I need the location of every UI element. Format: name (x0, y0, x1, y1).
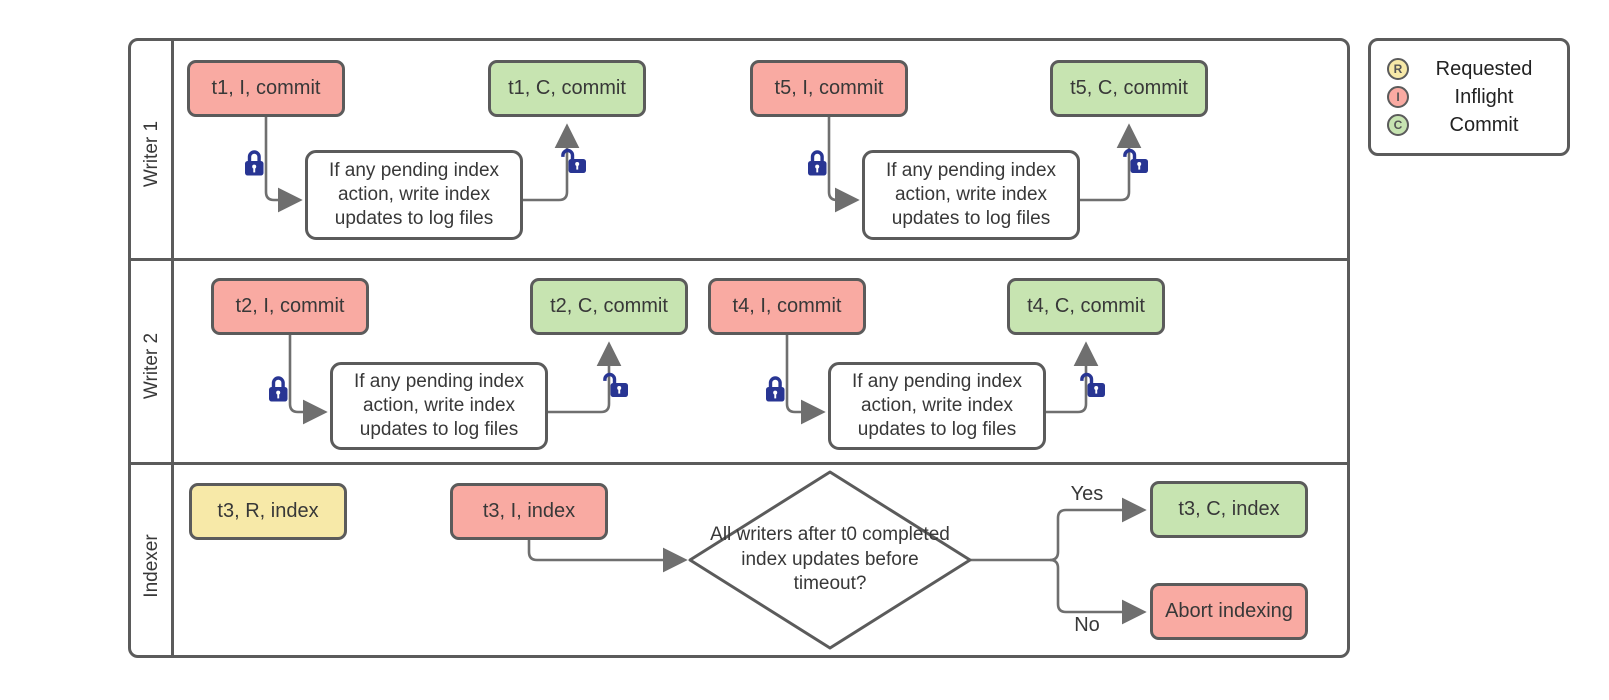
legend-label-requested: Requested (1435, 57, 1533, 80)
node-t4-commit: t4, C, commit (1007, 278, 1165, 335)
node-t2-inflight: t2, I, commit (211, 278, 369, 335)
node-t5-commit: t5, C, commit (1050, 60, 1208, 117)
node-process-writer1-b: If any pending index action, write index… (862, 150, 1080, 240)
yes-branch-label: Yes (1070, 483, 1104, 505)
node-t2-commit: t2, C, commit (530, 278, 688, 335)
node-t5-inflight: t5, I, commit (750, 60, 908, 117)
legend-row-requested: R Requested (1387, 58, 1555, 81)
legend-row-inflight: I Inflight (1387, 86, 1555, 109)
node-t1-inflight: t1, I, commit (187, 60, 345, 117)
lane-label-separator (171, 41, 174, 655)
node-abort-indexing: Abort indexing (1150, 583, 1308, 640)
no-branch-label: No (1074, 614, 1100, 636)
node-process-writer1-a: If any pending index action, write index… (305, 150, 523, 240)
legend: R Requested I Inflight C Commit (1368, 38, 1570, 156)
legend-row-commit: C Commit (1387, 114, 1555, 137)
lane-title-writer1: Writer 1 (141, 120, 162, 188)
legend-label-inflight: Inflight (1454, 85, 1514, 108)
commit-state-icon: C (1387, 114, 1409, 136)
lane-divider (131, 462, 1347, 465)
lane-title-indexer: Indexer (141, 534, 162, 598)
requested-state-icon: R (1387, 58, 1409, 80)
inflight-state-icon: I (1387, 86, 1409, 108)
node-process-writer2-b: If any pending index action, write index… (828, 362, 1046, 450)
node-t4-inflight: t4, I, commit (708, 278, 866, 335)
node-t3-requested: t3, R, index (189, 483, 347, 540)
lane-title-writer2: Writer 2 (141, 332, 162, 400)
legend-label-commit: Commit (1449, 113, 1519, 136)
node-t3-inflight: t3, I, index (450, 483, 608, 540)
lane-divider (131, 258, 1347, 261)
node-process-writer2-a: If any pending index action, write index… (330, 362, 548, 450)
decision-question: All writers after t0 completed index upd… (710, 524, 950, 595)
node-t1-commit: t1, C, commit (488, 60, 646, 117)
node-t3-commit: t3, C, index (1150, 481, 1308, 538)
